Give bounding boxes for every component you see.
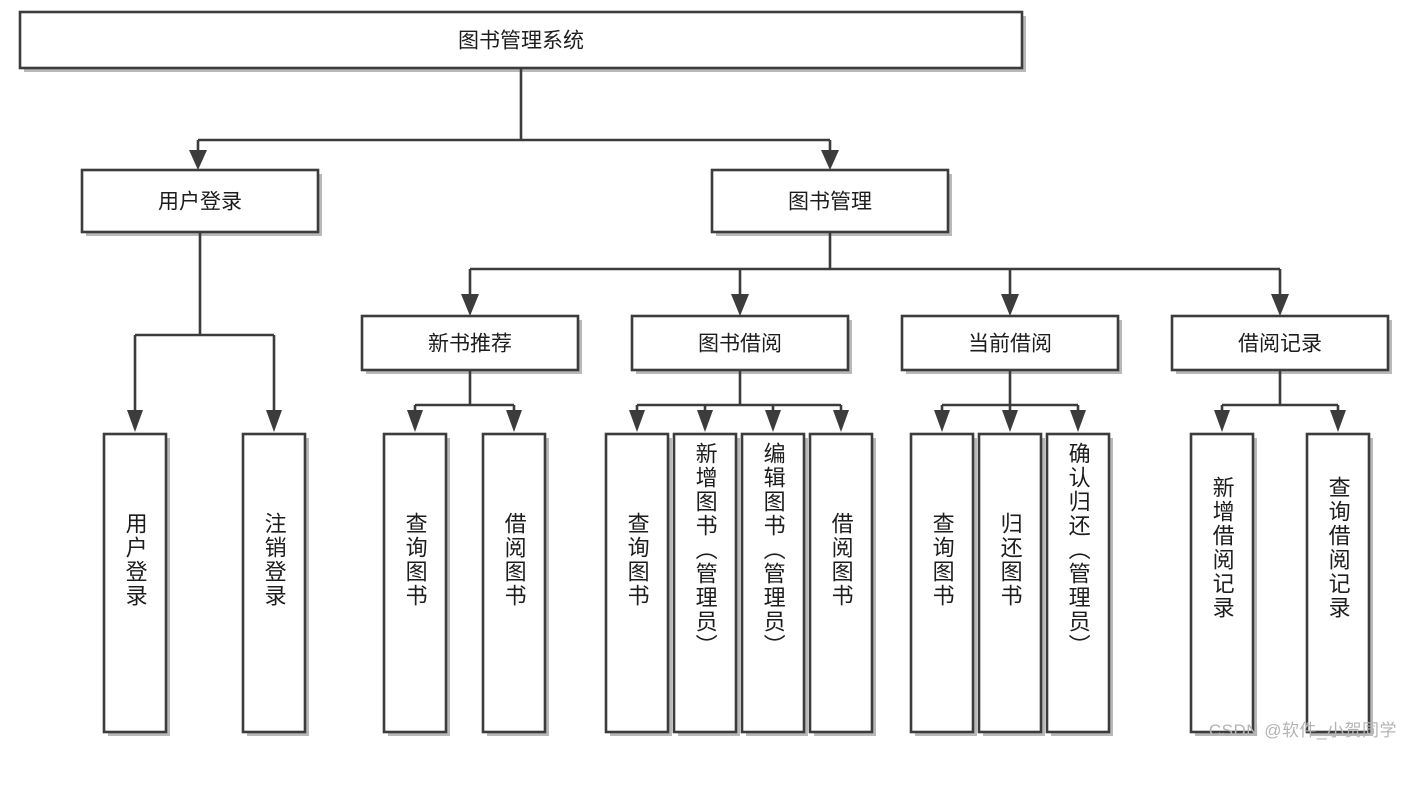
node-book-borrow[interactable]: 图书借阅 — [630, 314, 852, 374]
connector-new-book-rec-to-leaves — [407, 370, 522, 432]
node-new-book-rec[interactable]: 新书推荐 — [360, 314, 582, 374]
arrow-head-to-leaf-user-logout — [266, 410, 282, 432]
node-root[interactable]: 图书管理系统 — [18, 10, 1026, 72]
arrow-head-to-leaf-confirm-return — [1070, 410, 1086, 432]
connector-user-login-to-leaves — [127, 232, 282, 432]
arrow-head-to-leaf-borrow-book-2 — [833, 410, 849, 432]
node-leaf-edit-book-box — [740, 432, 806, 734]
node-leaf-return-book-box — [977, 432, 1043, 734]
node-user-login-label: 用户登录 — [158, 191, 242, 214]
leaf-boxes — [102, 432, 1373, 736]
arrow-head-to-book-borrow — [731, 294, 749, 316]
node-leaf-edit-book[interactable] — [740, 432, 808, 736]
node-leaf-user-logout[interactable] — [241, 432, 309, 736]
connector-current-borrow-to-leaves — [934, 370, 1086, 432]
node-root-label: 图书管理系统 — [458, 30, 584, 53]
node-borrow-record-label: 借阅记录 — [1238, 333, 1322, 356]
node-leaf-user-login-box — [102, 432, 168, 734]
node-leaf-query-book-2-box — [604, 432, 670, 734]
arrow-head-to-leaf-add-record — [1214, 410, 1230, 432]
arrow-head-to-new-book-rec — [461, 294, 479, 316]
arrow-head-to-book-manage — [821, 150, 839, 170]
node-leaf-query-record[interactable] — [1305, 432, 1373, 736]
arrow-head-to-leaf-return-book — [1002, 410, 1018, 432]
arrow-head-to-leaf-query-book-2 — [629, 410, 645, 432]
arrow-head-to-current-borrow — [1001, 294, 1019, 316]
arrow-head-to-leaf-query-record — [1330, 410, 1346, 432]
node-new-book-rec-label: 新书推荐 — [428, 333, 512, 356]
node-user-login-box — [80, 168, 320, 234]
arrow-head-to-borrow-record — [1271, 294, 1289, 316]
csdn-watermark: CSDN @软件_小贺同学 — [1208, 721, 1397, 740]
node-borrow-record[interactable]: 借阅记录 — [1170, 314, 1392, 374]
hierarchy-diagram: 图书管理系统 用户登录 图书管理 — [18, 10, 1392, 736]
node-leaf-add-record-box — [1189, 432, 1255, 734]
node-book-manage-label: 图书管理 — [788, 191, 872, 214]
arrow-head-to-leaf-query-book-3 — [934, 410, 950, 432]
connector-root-to-level2 — [189, 68, 839, 170]
node-current-borrow[interactable]: 当前借阅 — [900, 314, 1122, 374]
node-current-borrow-box — [900, 314, 1120, 372]
node-leaf-confirm-return[interactable] — [1045, 432, 1113, 736]
arrow-head-to-leaf-user-login — [127, 410, 143, 432]
connector-book-borrow-to-leaves — [629, 370, 849, 432]
node-leaf-query-book-3-box — [909, 432, 975, 734]
node-leaf-query-book-3[interactable] — [909, 432, 977, 736]
node-leaf-user-logout-box — [241, 432, 307, 734]
node-leaf-add-book-box — [672, 432, 738, 734]
node-leaf-query-record-box — [1305, 432, 1371, 734]
node-leaf-borrow-book-1[interactable] — [481, 432, 549, 736]
node-leaf-query-book-1-box — [382, 432, 448, 734]
node-new-book-rec-box — [360, 314, 580, 372]
connector-borrow-record-to-leaves — [1214, 370, 1346, 432]
arrow-head-to-leaf-edit-book — [765, 410, 781, 432]
node-book-manage[interactable]: 图书管理 — [710, 168, 952, 236]
node-leaf-borrow-book-1-box — [481, 432, 547, 734]
arrow-head-to-leaf-query-book-1 — [407, 410, 423, 432]
node-borrow-record-box — [1170, 314, 1390, 372]
connector-book-manage-to-level3 — [461, 232, 1289, 316]
node-current-borrow-label: 当前借阅 — [968, 333, 1052, 356]
node-leaf-query-book-1[interactable] — [382, 432, 450, 736]
node-leaf-borrow-book-2[interactable] — [808, 432, 876, 736]
node-user-login[interactable]: 用户登录 — [80, 168, 322, 236]
node-leaf-user-login[interactable] — [102, 432, 170, 736]
node-leaf-query-book-2[interactable] — [604, 432, 672, 736]
arrow-head-to-leaf-add-book — [697, 410, 713, 432]
node-leaf-borrow-book-2-box — [808, 432, 874, 734]
node-leaf-add-book[interactable] — [672, 432, 740, 736]
arrow-head-to-leaf-borrow-book-1 — [506, 410, 522, 432]
node-root-box — [18, 10, 1024, 70]
node-book-borrow-label: 图书借阅 — [698, 333, 782, 356]
diagram-canvas: 图书管理系统 用户登录 图书管理 — [18, 10, 1397, 740]
node-leaf-add-record[interactable] — [1189, 432, 1257, 736]
node-leaf-confirm-return-box — [1045, 432, 1111, 734]
node-book-manage-box — [710, 168, 950, 234]
node-leaf-return-book[interactable] — [977, 432, 1045, 736]
arrow-head-to-user-login — [189, 150, 207, 170]
